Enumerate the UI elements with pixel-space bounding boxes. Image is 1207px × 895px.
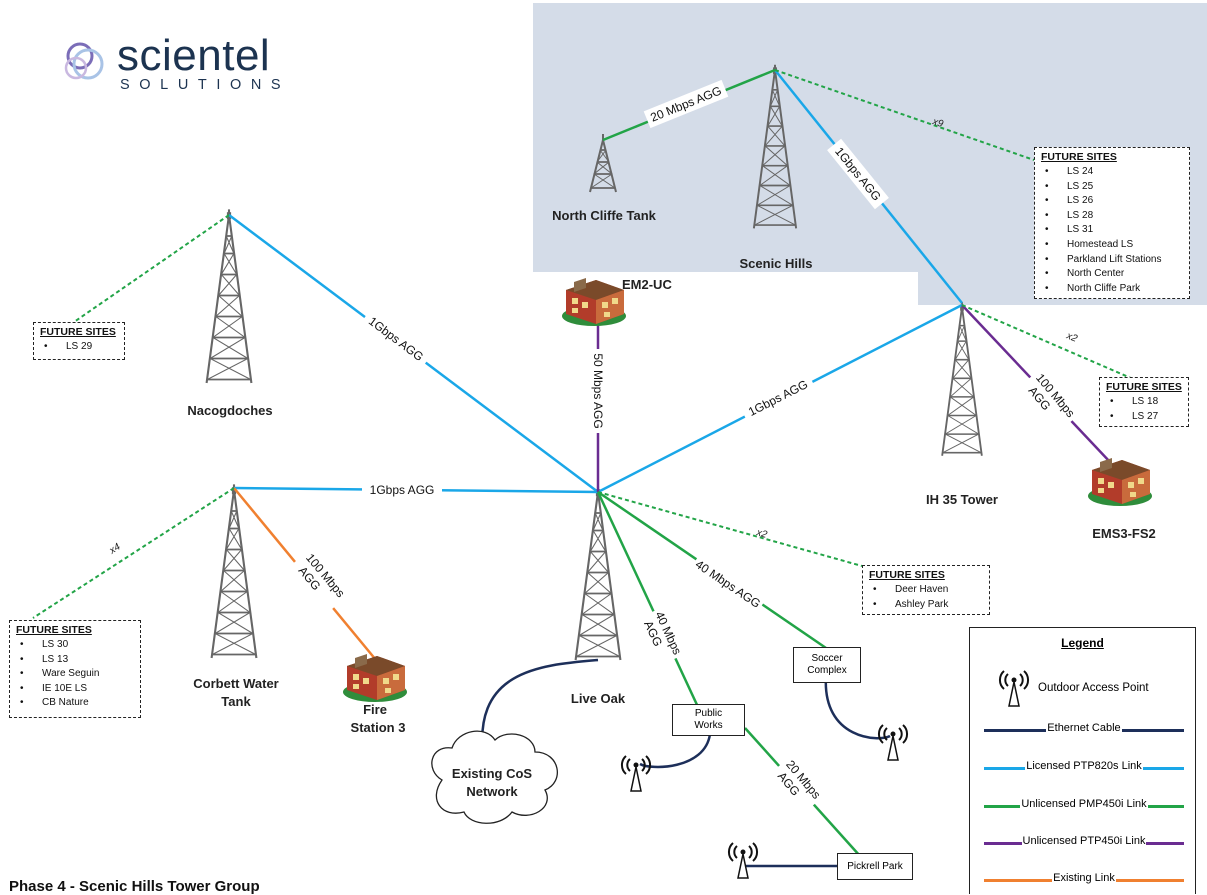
label-ih35-lo: 1Gbps AGG: [740, 372, 816, 424]
list-item: LS 13: [20, 653, 134, 668]
future-sites-ih35: FUTURE SITES LS 18 LS 27: [1099, 377, 1189, 427]
soccer-label-l1: Soccer: [811, 653, 843, 664]
logo-name: scientel: [117, 31, 271, 80]
list-item: North Center: [1045, 267, 1183, 282]
list-item: Ashley Park: [873, 598, 983, 613]
pickrell-park-box: Pickrell Park: [837, 853, 913, 880]
legend-licensed-label: Licensed PTP820s Link: [1025, 760, 1143, 772]
future-corbett: [32, 487, 235, 619]
ih35-label: IH 35 Tower: [926, 492, 998, 507]
pw-label-l1: Public: [694, 708, 723, 719]
soccer-label-l2: Complex: [807, 665, 847, 676]
pickrell-label: Pickrell Park: [847, 860, 903, 872]
nacogdoches-tower-icon: [205, 208, 253, 385]
label-lo-pw: 40 Mbps AGG: [634, 604, 690, 668]
corbett-label-l1: Corbett Water: [193, 676, 278, 691]
ems3-building-icon: [1088, 458, 1152, 506]
north-cliffe-label: North Cliffe Tank: [552, 208, 657, 223]
nacogdoches-label: Nacogdoches: [187, 403, 272, 418]
scenic-hills-label: Scenic Hills: [740, 256, 813, 271]
corbett-label-l2: Tank: [221, 694, 251, 709]
list-item: LS 30: [20, 638, 134, 653]
soccer-complex-box: Soccer Complex: [793, 647, 861, 683]
label-cor-fire: 100 Mbps AGG: [286, 545, 354, 615]
corbett-tower-icon: [210, 483, 258, 660]
mult-liveoak: x2: [754, 527, 769, 541]
ems3-label: EMS3-FS2: [1092, 526, 1156, 541]
future-liveoak: [597, 491, 863, 567]
cos-label-l2: Network: [466, 784, 518, 799]
future-sites-title: FUTURE SITES: [1106, 381, 1182, 393]
list-item: North Cliffe Park: [1045, 282, 1183, 297]
label-lo-soccer: 40 Mbps AGG: [689, 554, 767, 614]
list-item: Homestead LS: [1045, 238, 1183, 253]
legend-title: Legend: [1061, 636, 1104, 650]
label-cor-lo: 1Gbps AGG: [362, 481, 442, 499]
label-cor-lo-text: 1Gbps AGG: [370, 483, 435, 497]
pickrell-ap-icon: [727, 842, 759, 879]
page-title: Phase 4 - Scenic Hills Tower Group: [9, 878, 260, 895]
mult-ih35: x2: [1064, 330, 1079, 345]
label-lo-soccer-text: 40 Mbps AGG: [693, 557, 763, 611]
fire-station-building-icon: [343, 654, 407, 702]
list-item: LS 24: [1045, 165, 1183, 180]
list-item: CB Nature: [20, 696, 134, 711]
list-item: LS 27: [1110, 410, 1182, 425]
list-item: LS 31: [1045, 223, 1183, 238]
future-sites-nacogdoches: FUTURE SITES LS 29: [33, 322, 125, 360]
list-item: Ware Seguin: [20, 667, 134, 682]
future-sites-title: FUTURE SITES: [40, 326, 116, 338]
legend-existing-label: Existing Link: [1052, 872, 1116, 884]
fire-label-l1: Fire: [363, 702, 387, 717]
legend: Legend Outdoor Access Point Ethernet Cab…: [969, 627, 1196, 894]
live-oak-tower-icon: [574, 485, 622, 662]
logo-icon: [64, 42, 104, 80]
fire-label-l2: Station 3: [351, 720, 406, 735]
future-scenic: [774, 69, 1035, 161]
label-nac-lo: 1Gbps AGG: [360, 308, 432, 370]
em2-label: EM2-UC: [622, 277, 672, 292]
legend-ethernet-label: Ethernet Cable: [1046, 722, 1122, 734]
mult-scenic: x9: [930, 116, 945, 130]
label-nac-lo-text: 1Gbps AGG: [366, 314, 426, 364]
link-liveoak-publicworks: [596, 491, 700, 708]
future-sites-scenic: FUTURE SITES LS 24 LS 25 LS 26 LS 28 LS …: [1034, 147, 1190, 299]
future-sites-title: FUTURE SITES: [16, 624, 92, 636]
mult-corbett: x4: [107, 541, 123, 557]
logo-tagline: SOLUTIONS: [120, 77, 291, 93]
future-ih35: [961, 304, 1141, 383]
legend-pmp-label: Unlicensed PMP450i Link: [1020, 798, 1148, 810]
cos-label-l1: Existing CoS: [452, 766, 533, 781]
future-nacogdoches: [73, 214, 230, 323]
future-sites-title: FUTURE SITES: [1041, 151, 1117, 163]
public-works-box: Public Works: [672, 704, 745, 736]
cloud-icon: [431, 730, 558, 824]
pw-label-l2: Works: [694, 720, 723, 731]
label-ih35-lo-text: 1Gbps AGG: [746, 377, 810, 419]
soccer-ap-icon: [877, 724, 909, 761]
list-item: LS 18: [1110, 395, 1182, 410]
publicworks-ap-icon: [620, 755, 652, 792]
legend-ap-label: Outdoor Access Point: [1038, 682, 1149, 694]
legend-ptp-label: Unlicensed PTP450i Link: [1021, 835, 1147, 847]
list-item: LS 28: [1045, 209, 1183, 224]
list-item: LS 25: [1045, 180, 1183, 195]
ih35-tower-icon: [941, 301, 983, 457]
list-item: LS 29: [44, 340, 118, 355]
list-item: Parkland Lift Stations: [1045, 253, 1183, 268]
list-item: LS 26: [1045, 194, 1183, 209]
live-oak-label: Live Oak: [571, 691, 626, 706]
list-item: IE 10E LS: [20, 682, 134, 697]
em2-building-icon: [562, 278, 626, 326]
list-item: Deer Haven: [873, 583, 983, 598]
label-em2-lo: 50 Mbps AGG: [589, 349, 607, 433]
label-em2-lo-text: 50 Mbps AGG: [591, 353, 605, 428]
future-sites-corbett: FUTURE SITES LS 30 LS 13 Ware Seguin IE …: [9, 620, 141, 718]
future-sites-liveoak: FUTURE SITES Deer Haven Ashley Park: [862, 565, 990, 615]
future-sites-title: FUTURE SITES: [869, 569, 945, 581]
legend-ap-icon: [998, 670, 1030, 707]
